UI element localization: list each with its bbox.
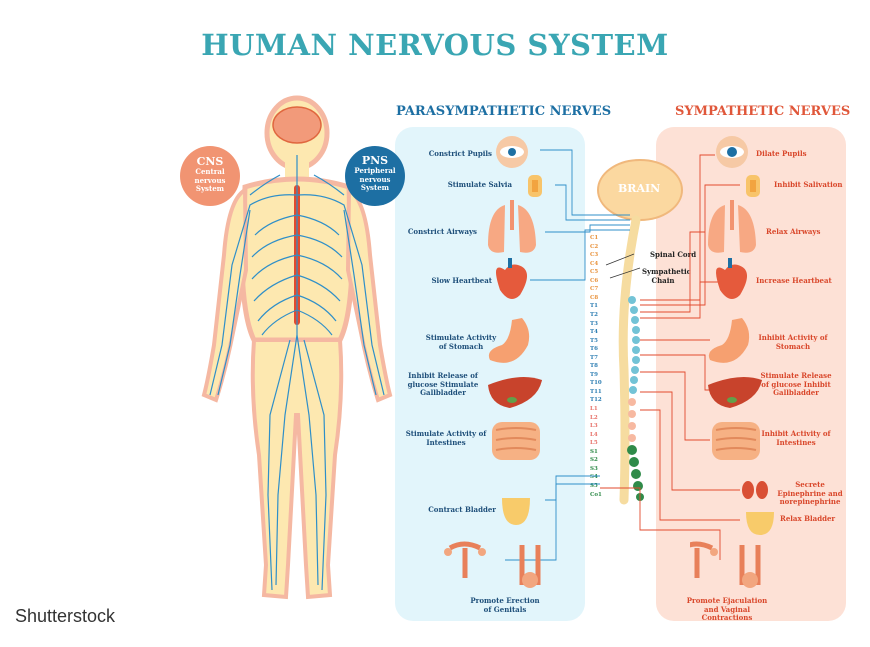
pns-badge: PNS Peripheral nervous System	[345, 146, 405, 206]
sympathetic-heading: SYMPATHETIC NERVES	[675, 104, 851, 119]
sympathetic-chain-beads	[627, 296, 644, 501]
female-reproductive-icon	[444, 541, 486, 578]
spinal-segment-label: L3	[590, 423, 598, 430]
spinal-segment-label: T6	[590, 346, 598, 353]
spinal-cord-label: Spinal Cord	[650, 250, 697, 259]
symp-label-secrete-epinephrine: Secrete Epinephrine and norepinephrine	[777, 480, 843, 506]
spinal-segment-label: T12	[590, 397, 602, 404]
symp-label-inhibit-salivation: Inhibit Salivation	[774, 180, 843, 189]
spinal-segment-label: C2	[590, 243, 599, 250]
cns-full: Central nervous System	[194, 167, 226, 193]
female-reproductive-icon	[690, 541, 718, 578]
bladder-icon	[746, 512, 774, 535]
intestines-icon	[492, 422, 540, 460]
para-label-slow-heartbeat: Slow Heartbeat	[431, 276, 493, 285]
spinal-segment-label: C7	[590, 286, 599, 293]
liver-icon	[488, 376, 542, 408]
spinal-segment-label: C8	[590, 294, 599, 301]
spinal-segment-label: T4	[590, 329, 598, 336]
spinal-segment-label: L1	[590, 406, 598, 412]
eye-icon	[716, 136, 748, 168]
spinal-segment-label: S3	[590, 465, 598, 472]
stomach-icon	[708, 318, 750, 363]
male-reproductive-icon	[519, 545, 541, 588]
sympathetic-chain-label: Sympathetic Chain	[642, 267, 691, 285]
symp-label-inhibit-intestines: Inhibit Activity of Intestines	[761, 429, 831, 447]
para-label-stimulate-intestines: Stimulate Activity of Intestines	[405, 429, 487, 447]
symp-label-glucose-gallbladder: Stimulate Release of glucose Inhibit Gal…	[760, 371, 832, 397]
sympathetic-panel	[656, 127, 846, 621]
watermark: Shutterstock	[15, 606, 116, 626]
parasympathetic-heading: PARASYMPATHETIC NERVES	[396, 104, 612, 119]
liver-icon	[708, 376, 762, 408]
heart-icon	[716, 258, 748, 299]
symp-label-relax-bladder: Relax Bladder	[780, 514, 836, 523]
bladder-icon	[502, 498, 530, 525]
spinal-segment-label: S5	[590, 482, 598, 489]
lungs-icon	[488, 200, 536, 253]
spinal-segment-label: S4	[590, 474, 598, 481]
pns-full: Peripheral nervous System	[354, 166, 396, 192]
spinal-segment-label: C3	[590, 252, 599, 259]
symp-organs	[690, 136, 774, 588]
page-title: HUMAN NERVOUS SYSTEM	[201, 28, 669, 62]
cns-abbr: CNS	[196, 155, 224, 168]
spinal-segment-label: T8	[590, 363, 598, 370]
male-reproductive-icon	[739, 545, 761, 588]
spinal-segment-label: L5	[590, 440, 598, 447]
brain-in-head	[272, 106, 322, 144]
intestines-icon	[712, 422, 760, 460]
symp-label-inhibit-stomach: Inhibit Activity of Stomach	[758, 333, 828, 351]
spinal-segment-label: T9	[590, 371, 598, 378]
symp-label-relax-airways: Relax Airways	[766, 227, 821, 236]
spinal-segment-label: T3	[590, 320, 598, 327]
spinal-segment-label: T11	[590, 388, 602, 395]
para-label-stimulate-salvia: Stimulate Salvia	[447, 180, 512, 189]
para-organs	[444, 136, 542, 588]
heart-icon	[496, 258, 528, 299]
lungs-icon	[708, 200, 756, 253]
spinal-segment-label: T10	[590, 380, 602, 387]
brain-spine-diagram	[597, 159, 683, 505]
spinal-segment-label: Co1	[590, 491, 602, 498]
cns-badge: CNS Central nervous System	[180, 146, 240, 206]
pns-abbr: PNS	[361, 154, 389, 167]
peripheral-nerves	[209, 155, 385, 591]
para-label-constrict-airways: Constrict Airways	[407, 227, 477, 236]
spinal-segment-label: T7	[590, 354, 598, 361]
spinal-segment-label: L4	[590, 431, 598, 438]
symp-label-dilate-pupils: Dilate Pupils	[756, 149, 807, 158]
spinal-segment-label: C4	[590, 260, 599, 267]
spinal-segment-label: L2	[590, 414, 598, 421]
para-label-stimulate-stomach: Stimulate Activity of Stomach	[425, 333, 497, 351]
symp-label-promote-ejaculation: Promote Ejaculation and Vaginal Contract…	[686, 596, 768, 622]
symp-label-increase-heartbeat: Increase Heartbeat	[756, 276, 832, 285]
spinal-segment-label: T2	[590, 311, 598, 318]
eye-icon	[496, 136, 528, 168]
adrenal-kidney-icon	[742, 481, 768, 499]
spinal-segment-label: S2	[590, 457, 598, 464]
central-spinal-cord	[618, 215, 641, 505]
spinal-segment-label: C1	[590, 235, 599, 241]
spinal-segment-label: C5	[590, 269, 599, 276]
spinal-segment-label: T5	[590, 337, 598, 344]
spinal-segment-label: C6	[590, 277, 599, 284]
human-figure	[201, 95, 393, 600]
parasympathetic-panel	[395, 127, 585, 621]
para-label-promote-erection: Promote Erection of Genitals	[470, 596, 540, 614]
salivary-gland-icon	[528, 175, 542, 197]
para-label-constrict-pupils: Constrict Pupils	[428, 149, 492, 158]
salivary-gland-icon	[746, 175, 760, 197]
para-label-contract-bladder: Contract Bladder	[428, 505, 496, 514]
brain-label: BRAIN	[618, 182, 661, 195]
spinal-segment-label: T1	[590, 303, 598, 310]
para-label-glucose-gallbladder: Inhibit Release of glucose Stimulate Gal…	[407, 371, 479, 397]
spinal-segment-label: S1	[590, 448, 598, 455]
stomach-icon	[488, 318, 530, 363]
